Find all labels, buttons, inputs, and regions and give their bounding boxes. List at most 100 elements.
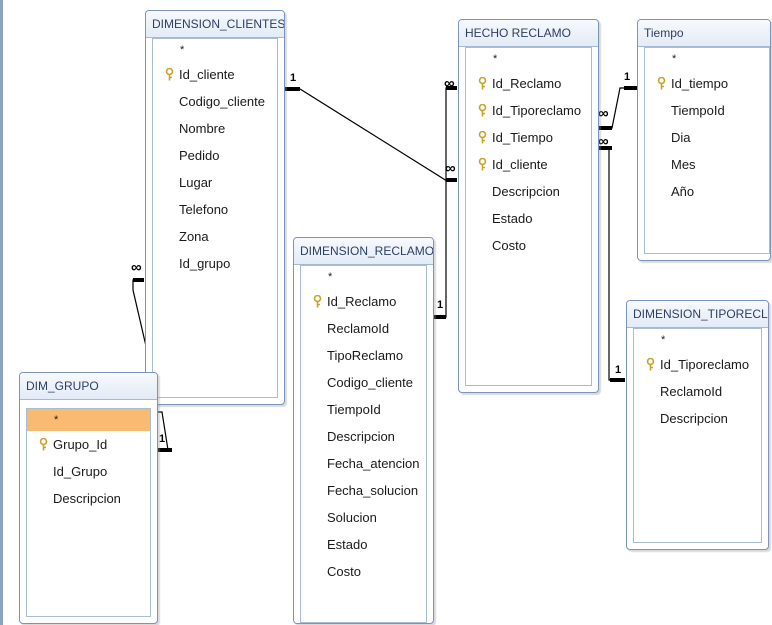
rel-line-reclamo-hecho xyxy=(434,87,457,318)
table-title[interactable]: DIM_GRUPO xyxy=(20,373,157,400)
rel-label-many: ∞ xyxy=(598,105,609,122)
key-icon xyxy=(165,68,174,81)
field-all[interactable]: * xyxy=(180,44,185,56)
table-title[interactable]: HECHO RECLAMO xyxy=(459,20,598,47)
table-dimension-reclamo[interactable]: DIMENSION_RECLAMO * Id_Reclamo ReclamoId… xyxy=(293,237,434,624)
field-list: * Id_cliente Codigo_cliente Nombre Pedid… xyxy=(152,38,278,398)
field-name: Id_Grupo xyxy=(53,464,108,479)
field-row[interactable]: Estado xyxy=(301,531,426,558)
field-row[interactable]: ReclamoId xyxy=(634,378,761,405)
field-all[interactable]: * xyxy=(493,53,498,65)
key-icon xyxy=(646,358,655,371)
field-all[interactable]: * xyxy=(328,271,333,283)
field-all[interactable]: * xyxy=(672,53,677,65)
field-row[interactable]: TipoReclamo xyxy=(301,342,426,369)
field-row[interactable]: Fecha_atencion xyxy=(301,450,426,477)
field-name: Descripcion xyxy=(327,429,395,444)
field-row[interactable]: TiempoId xyxy=(301,396,426,423)
field-all-selected[interactable]: * xyxy=(27,409,150,431)
rel-label-many: ∞ xyxy=(444,75,455,92)
field-row[interactable]: Dia xyxy=(645,124,769,151)
field-row[interactable]: ReclamoId xyxy=(301,315,426,342)
table-title[interactable]: DIMENSION_RECLAMO xyxy=(294,238,433,265)
field-row[interactable]: TiempoId xyxy=(645,97,769,124)
table-title[interactable]: DIMENSION_CLIENTES xyxy=(146,11,284,38)
field-row[interactable]: Descripcion xyxy=(301,423,426,450)
rel-line-clientes-hecho xyxy=(289,88,457,182)
key-icon xyxy=(313,295,322,308)
field-row[interactable]: Id_Tiporeclamo xyxy=(634,351,761,378)
field-row[interactable]: Id_Tiempo xyxy=(466,124,591,151)
field-name: Estado xyxy=(327,537,368,552)
field-row[interactable]: Id_tiempo xyxy=(645,70,769,97)
field-row[interactable]: Codigo_cliente xyxy=(153,88,277,115)
field-name: Codigo_cliente xyxy=(327,375,414,390)
field-row[interactable]: Fecha_solucion xyxy=(301,477,426,504)
table-dimension-clientes[interactable]: DIMENSION_CLIENTES * Id_cliente Codigo_c… xyxy=(145,10,285,405)
canvas-left-edge xyxy=(0,0,3,625)
field-row[interactable]: Zona xyxy=(153,223,277,250)
key-icon xyxy=(657,77,666,90)
field-row[interactable]: Id_Tiporeclamo xyxy=(466,97,591,124)
field-row[interactable]: Pedido xyxy=(153,142,277,169)
field-row[interactable]: Lugar xyxy=(153,169,277,196)
key-icon xyxy=(478,158,487,171)
field-name: Codigo_cliente xyxy=(179,94,266,109)
field-row[interactable]: Id_cliente xyxy=(466,151,591,178)
table-title[interactable]: Tiempo xyxy=(638,20,770,47)
field-row[interactable]: Descripcion xyxy=(27,485,150,512)
field-row[interactable]: Descripcion xyxy=(466,178,591,205)
table-hecho-reclamo[interactable]: HECHO RECLAMO * Id_Reclamo Id_Tiporeclam… xyxy=(458,19,599,393)
field-row[interactable]: Grupo_Id xyxy=(27,431,150,458)
field-name: TiempoId xyxy=(671,103,725,118)
field-list: * Grupo_Id Id_Grupo Descripcion xyxy=(26,408,151,617)
field-name: Telefono xyxy=(179,202,229,217)
field-row[interactable]: Descripcion xyxy=(634,405,761,432)
field-row[interactable]: Id_Reclamo xyxy=(466,70,591,97)
field-name: Descripcion xyxy=(492,184,560,199)
field-name: Id_grupo xyxy=(179,256,231,271)
table-title[interactable]: DIMENSION_TIPORECLA... xyxy=(627,301,768,328)
field-row[interactable]: Costo xyxy=(301,558,426,585)
field-name: Dia xyxy=(671,130,691,145)
field-name: ReclamoId xyxy=(660,384,723,399)
field-name: Zona xyxy=(179,229,209,244)
field-name: TiempoId xyxy=(327,402,381,417)
rel-label-one: 1 xyxy=(615,364,622,376)
field-row[interactable]: Telefono xyxy=(153,196,277,223)
field-row[interactable]: Id_Grupo xyxy=(27,458,150,485)
field-list: * Id_tiempo TiempoId Dia Mes Año xyxy=(644,47,770,254)
field-name: TipoReclamo xyxy=(327,348,404,363)
field-row[interactable]: Costo xyxy=(466,232,591,259)
table-dim-grupo[interactable]: DIM_GRUPO * Grupo_Id Id_Grupo Descripcio… xyxy=(19,372,158,624)
field-row[interactable]: Mes xyxy=(645,151,769,178)
field-row[interactable]: Año xyxy=(645,178,769,205)
field-name: Nombre xyxy=(179,121,226,136)
key-icon xyxy=(478,104,487,117)
rel-label-many: ∞ xyxy=(131,259,142,276)
field-row[interactable]: Id_cliente xyxy=(153,61,277,88)
field-name: Costo xyxy=(492,238,526,253)
field-row[interactable]: Codigo_cliente xyxy=(301,369,426,396)
field-list: * Id_Reclamo ReclamoId TipoReclamo Codig… xyxy=(300,265,427,623)
key-icon xyxy=(478,77,487,90)
rel-line-hecho-tiporeclamo xyxy=(599,147,625,381)
field-name: Fecha_atencion xyxy=(327,456,420,471)
field-row[interactable]: Id_grupo xyxy=(153,250,277,277)
table-tiempo[interactable]: Tiempo * Id_tiempo TiempoId Dia Mes Año xyxy=(637,19,771,261)
key-icon xyxy=(39,438,48,451)
rel-label-one: 1 xyxy=(437,299,444,311)
field-row[interactable]: Solucion xyxy=(301,504,426,531)
field-name: Id_cliente xyxy=(492,157,548,172)
field-all[interactable]: * xyxy=(661,334,666,346)
field-row[interactable]: Id_Reclamo xyxy=(301,288,426,315)
field-row[interactable]: Estado xyxy=(466,205,591,232)
field-name: Id_tiempo xyxy=(671,76,729,91)
field-name: Id_cliente xyxy=(179,67,235,82)
table-dimension-tiporeclamo[interactable]: DIMENSION_TIPORECLA... * Id_Tiporeclamo … xyxy=(626,300,769,550)
field-row[interactable]: Nombre xyxy=(153,115,277,142)
rel-label-one: 1 xyxy=(624,71,631,83)
field-name: Id_Tiporeclamo xyxy=(492,103,582,118)
rel-label-many: ∞ xyxy=(445,160,456,177)
field-name: Estado xyxy=(492,211,533,226)
